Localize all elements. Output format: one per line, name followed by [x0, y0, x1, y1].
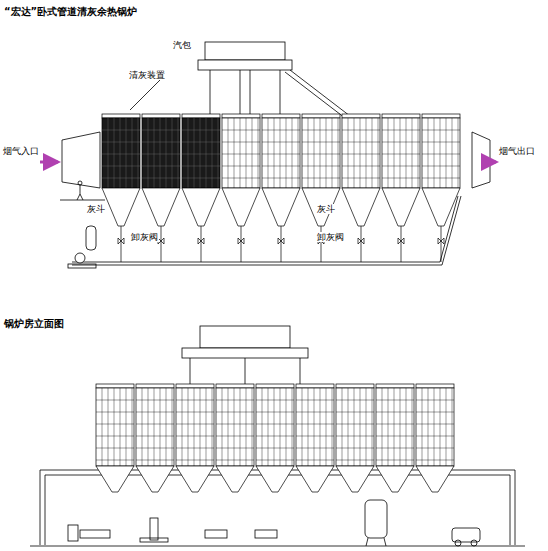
part-label: 卸灰阀 [316, 232, 345, 242]
part-label: 清灰装置 [128, 70, 166, 80]
part-label: 汽包 [172, 40, 192, 50]
part-label: 烟气出口 [498, 146, 536, 156]
part-label: 灰斗 [86, 204, 106, 214]
part-label: 卸灰阀 [130, 232, 159, 242]
part-label: 灰斗 [316, 204, 336, 214]
drawing-title: “宏达”卧式管道清灰余热锅炉 [4, 6, 137, 18]
view-title: 锅炉房立面图 [4, 318, 64, 330]
part-label: 烟气入口 [2, 146, 40, 156]
